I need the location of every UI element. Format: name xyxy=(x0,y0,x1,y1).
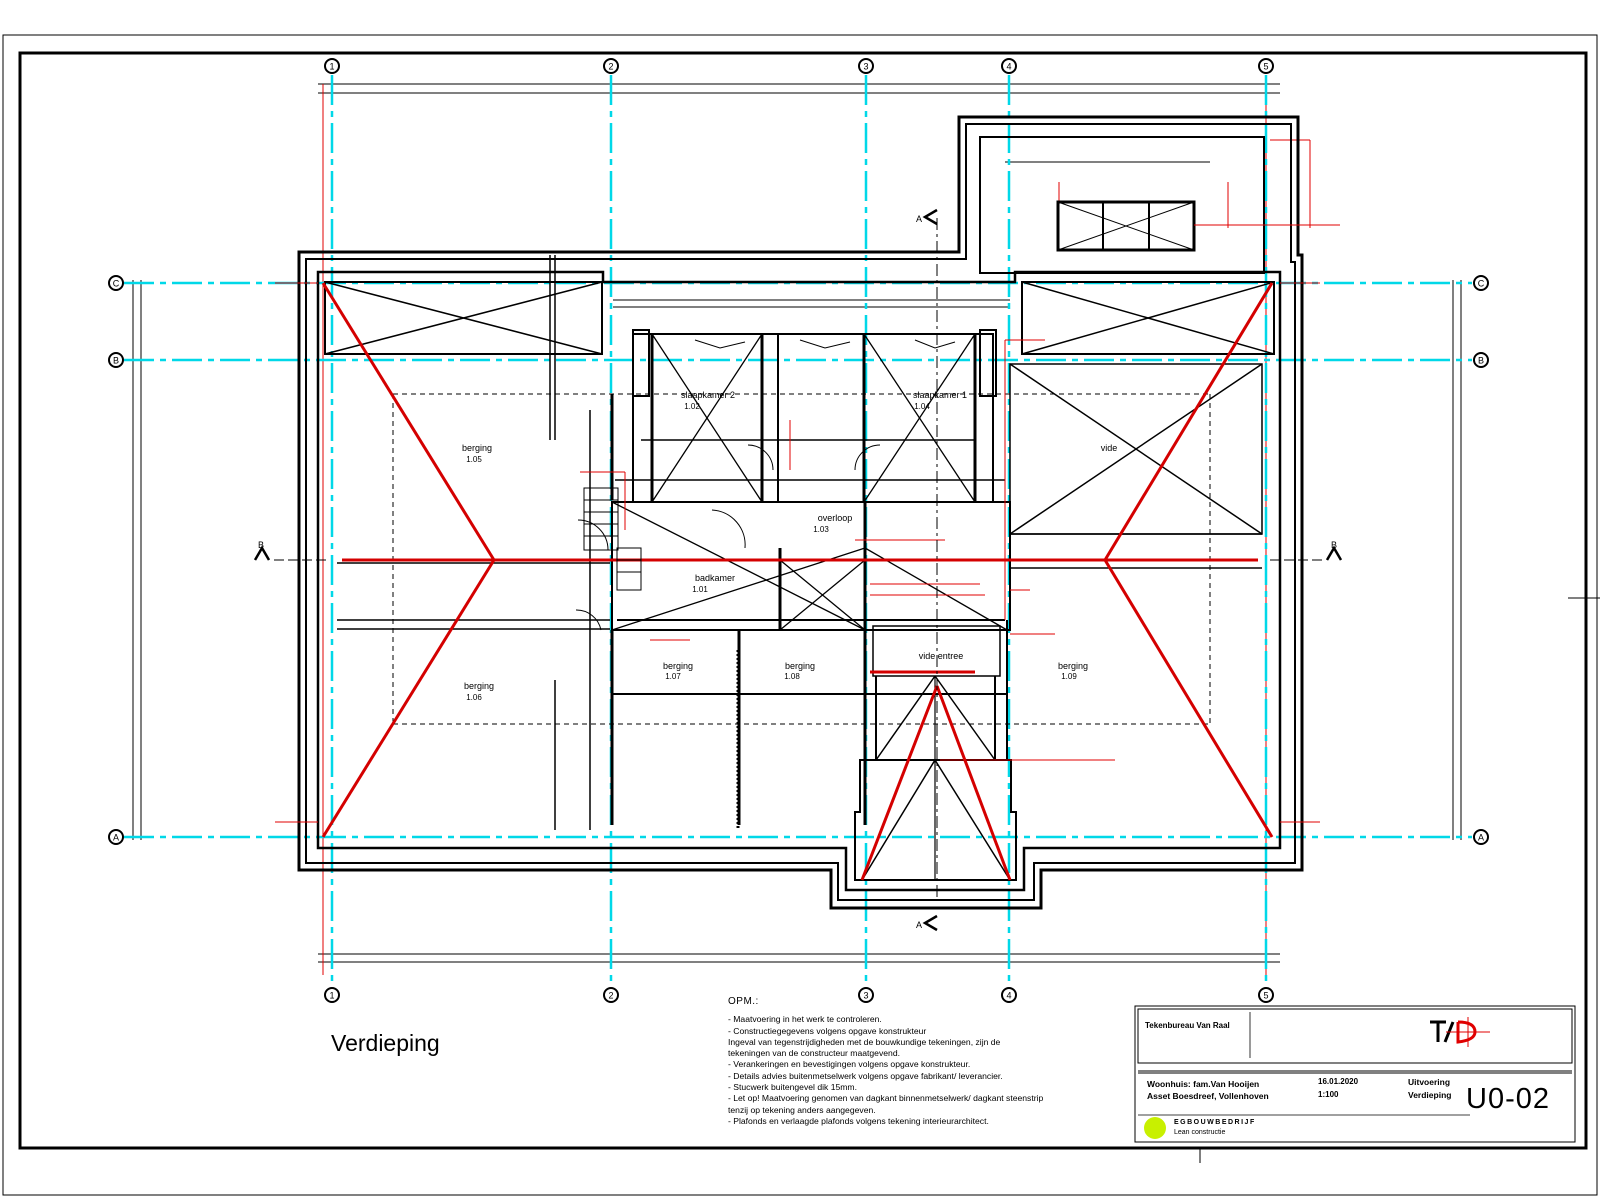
interior-walls xyxy=(337,255,1262,830)
roof-ridges-red xyxy=(321,282,1274,881)
drawing-scale: 1:100 xyxy=(1318,1090,1339,1099)
grid-bubble-c-right: C xyxy=(1473,275,1489,291)
room-number: 1.09 xyxy=(1061,672,1077,681)
grid-label: 2 xyxy=(608,991,613,1001)
room-number: 1.02 xyxy=(684,402,700,411)
sheet-level: Verdieping xyxy=(1408,1090,1452,1100)
room-labels: slaapkamer 2 1.02 slaapkamer 1 1.04 berg… xyxy=(462,390,1117,702)
grid-label: 4 xyxy=(1006,991,1011,1001)
grid-label: 3 xyxy=(863,62,868,72)
room-name: vide xyxy=(1101,443,1118,453)
grid-label: 5 xyxy=(1263,62,1268,72)
grid-bubble-5-bottom: 5 xyxy=(1258,987,1274,1003)
section-markers xyxy=(253,208,1343,932)
entrance-bay xyxy=(854,675,1017,881)
note-line: - Stucwerk buitengevel dik 15mm. xyxy=(728,1082,857,1093)
shaft-hatch xyxy=(632,329,997,830)
room-cross-marks xyxy=(611,333,1008,631)
grid-label: B xyxy=(1478,356,1484,366)
company-subtitle: Lean constructie xyxy=(1174,1129,1226,1136)
note-line: Ingeval van tegenstrijdigheden met de bo… xyxy=(728,1036,1001,1047)
skylight xyxy=(1056,200,1196,252)
roof-hip-lines xyxy=(324,281,1275,677)
exterior-walls xyxy=(297,115,1304,910)
sheet-status: Uitvoering xyxy=(1408,1077,1451,1087)
project-line-1: Woonhuis: fam.Van Hooijen xyxy=(1147,1079,1260,1089)
sheet-number: U0-02 xyxy=(1466,1083,1550,1115)
note-line: - Verankeringen en bevestigingen volgens… xyxy=(728,1059,971,1070)
grid-label: A xyxy=(113,833,119,843)
grid-bubble-a-left: A xyxy=(108,829,124,845)
note-line: - Constructiegegevens volgens opgave kon… xyxy=(728,1025,927,1036)
room-name: slaapkamer 1 xyxy=(913,390,967,400)
grid-bubble-1-top: 1 xyxy=(324,58,340,74)
room-name: berging xyxy=(785,661,815,671)
room-name: overloop xyxy=(818,513,853,523)
note-line: - Let op! Maatvoering genomen van dagkan… xyxy=(728,1093,1044,1104)
annotation-leaders xyxy=(275,224,1340,823)
grid-bubble-3-bottom: 3 xyxy=(858,987,874,1003)
company-name: EGBOUWBEDRIJF xyxy=(1174,1119,1256,1126)
notes-heading: OPM.: xyxy=(728,996,759,1007)
title-block-logo xyxy=(1144,1017,1490,1139)
door-swings xyxy=(575,339,956,631)
room-name: vide entree xyxy=(919,651,964,661)
general-notes: OPM.: - Maatvoering in het werk te contr… xyxy=(728,996,1108,1127)
firm-name: Tekenbureau Van Raal xyxy=(1145,1021,1230,1030)
grid-bubble-c-left: C xyxy=(108,275,124,291)
grid-label: 1 xyxy=(329,62,334,72)
grid-label: 1 xyxy=(329,991,334,1001)
stair xyxy=(583,487,642,591)
project-line-2: Asset Boesdreef, Vollenhoven xyxy=(1147,1091,1269,1101)
room-name: badkamer xyxy=(695,573,735,583)
grid-bubble-a-right: A xyxy=(1473,829,1489,845)
dimension-lines xyxy=(132,83,1462,963)
room-number: 1.06 xyxy=(466,693,482,702)
grid-label: 3 xyxy=(863,991,868,1001)
room-number: 1.03 xyxy=(813,525,829,534)
grid-bubbles: 1 2 3 4 5 1 2 3 4 5 C B A C B A xyxy=(108,58,1489,1003)
grid-label: 5 xyxy=(1263,991,1268,1001)
grid-bubble-2-top: 2 xyxy=(603,58,619,74)
room-number: 1.07 xyxy=(665,672,681,681)
room-number: 1.04 xyxy=(914,402,930,411)
note-line: - Plafonds en verlaagde plafonds volgens… xyxy=(728,1115,989,1126)
grid-bubble-1-bottom: 1 xyxy=(324,987,340,1003)
room-number: 1.01 xyxy=(692,585,708,594)
section-label-b-left: B xyxy=(258,540,264,550)
grid-bubble-2-bottom: 2 xyxy=(603,987,619,1003)
room-name: berging xyxy=(663,661,693,671)
section-marker-labels: B B A A xyxy=(258,214,1337,930)
grid-bubble-5-top: 5 xyxy=(1258,58,1274,74)
grid-label: A xyxy=(1478,833,1484,843)
grid-bubble-4-bottom: 4 xyxy=(1001,987,1017,1003)
section-label-a-bottom: A xyxy=(916,920,922,930)
room-name: berging xyxy=(462,443,492,453)
grid-bubble-b-right: B xyxy=(1473,352,1489,368)
section-label-b-right: B xyxy=(1331,540,1337,550)
room-name: slaapkamer 2 xyxy=(681,390,735,400)
grid-bubble-b-left: B xyxy=(108,352,124,368)
grid-label: C xyxy=(1478,279,1485,289)
view-title: Verdieping xyxy=(331,1030,440,1056)
grid-bubble-3-top: 3 xyxy=(858,58,874,74)
sheet-frame xyxy=(2,34,1600,1196)
room-name: berging xyxy=(1058,661,1088,671)
note-line: - Maatvoering in het werk te controleren… xyxy=(728,1014,882,1025)
note-line: tenzij op tekening anders aangegeven. xyxy=(728,1104,876,1115)
grid-label: C xyxy=(113,279,120,289)
grid-bubble-4-top: 4 xyxy=(1001,58,1017,74)
drawing-date: 16.01.2020 xyxy=(1318,1077,1359,1086)
note-line: - Details advies buitenmetselwerk volgen… xyxy=(728,1070,1003,1081)
grid-label: 2 xyxy=(608,62,613,72)
note-line: tekeningen van de constructeur maatgeven… xyxy=(728,1048,900,1059)
room-number: 1.05 xyxy=(466,455,482,464)
room-name: berging xyxy=(464,681,494,691)
room-number: 1.08 xyxy=(784,672,800,681)
title-block-frame xyxy=(1134,1005,1576,1143)
grid-label: 4 xyxy=(1006,62,1011,72)
grid-label: B xyxy=(113,356,119,366)
section-label-a-top: A xyxy=(916,214,922,224)
